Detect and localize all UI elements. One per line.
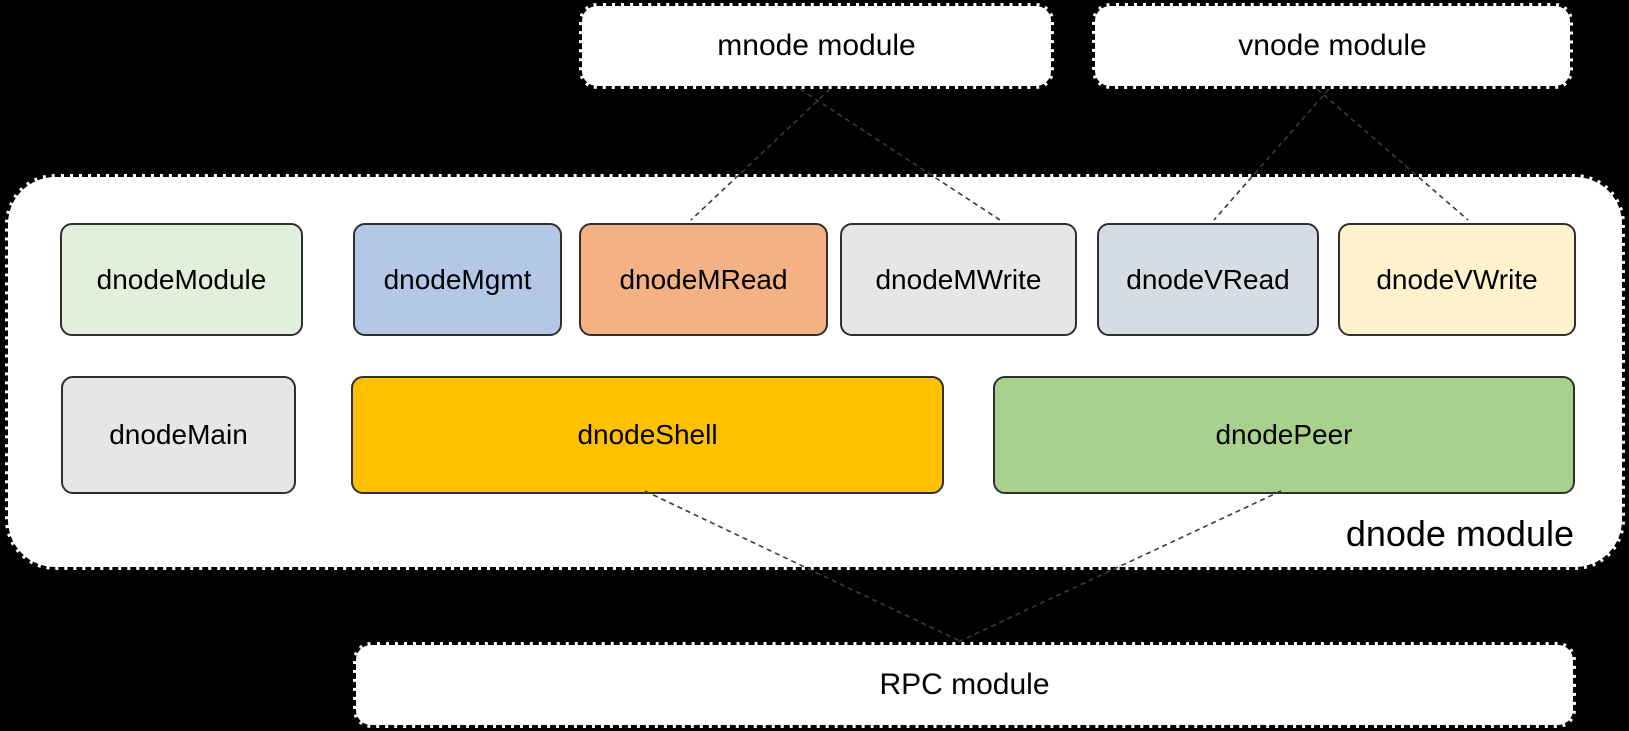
node-dnodePeer: dnodePeer	[993, 376, 1575, 494]
mnode-module-box: mnode module	[579, 3, 1054, 89]
node-dnodeModule: dnodeModule	[60, 223, 303, 336]
node-dnodeMain-label: dnodeMain	[109, 419, 248, 450]
node-dnodeMRead: dnodeMRead	[579, 223, 828, 336]
vnode-module-label: vnode module	[1238, 29, 1427, 62]
vnode-module-box: vnode module	[1092, 3, 1573, 89]
node-dnodeShell-label: dnodeShell	[577, 419, 718, 450]
node-dnodeVRead: dnodeVRead	[1097, 223, 1319, 336]
node-dnodeModule-label: dnodeModule	[96, 263, 267, 295]
node-dnodeMgmt-label: dnodeMgmt	[383, 263, 532, 295]
node-dnodeVRead-label: dnodeVRead	[1126, 263, 1290, 295]
node-dnodeVWrite: dnodeVWrite	[1338, 223, 1576, 336]
node-dnodeMain: dnodeMain	[61, 376, 296, 494]
rpc-module-label: RPC module	[879, 668, 1050, 701]
node-dnodeVWrite-label: dnodeVWrite	[1376, 263, 1538, 295]
dnode-module-label: dnode module	[1345, 513, 1574, 554]
mnode-module-label: mnode module	[717, 29, 916, 62]
rpc-module-box: RPC module	[353, 642, 1576, 728]
node-dnodeShell: dnodeShell	[351, 376, 944, 494]
node-dnodeMRead-label: dnodeMRead	[619, 263, 788, 295]
node-dnodeMWrite: dnodeMWrite	[840, 223, 1077, 336]
node-dnodePeer-label: dnodePeer	[1215, 419, 1353, 450]
node-dnodeMgmt: dnodeMgmt	[353, 223, 562, 336]
dnode-module-container: dnodeModule dnodeMgmt dnodeMRead dnodeMW…	[5, 174, 1625, 570]
node-dnodeMWrite-label: dnodeMWrite	[875, 263, 1042, 295]
